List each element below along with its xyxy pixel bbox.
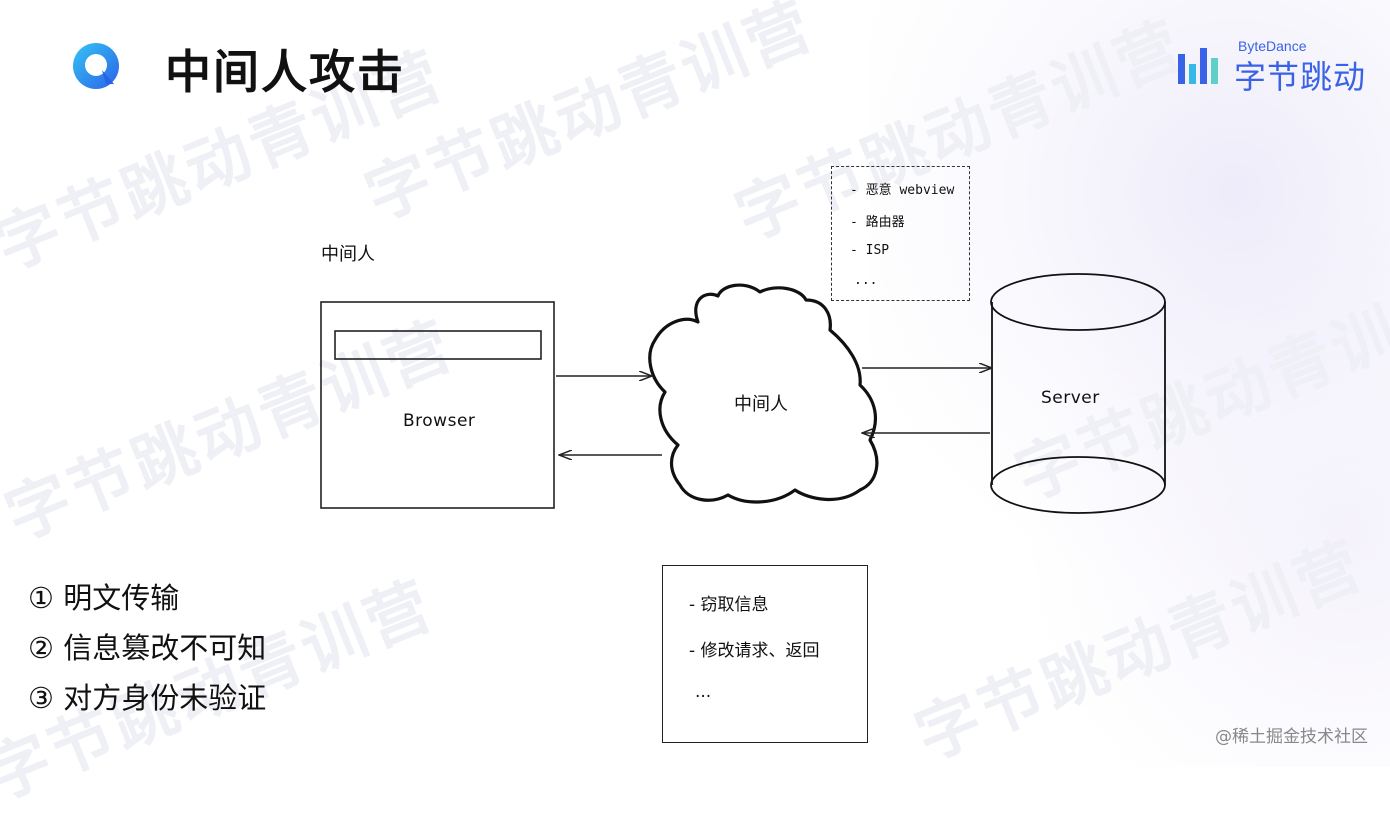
bytedance-bars-icon [1178,48,1218,84]
cloud-middleman-label: 中间人 [734,394,788,415]
risk-item: ② 信息篡改不可知 [28,631,267,665]
bytedance-logo: ByteDance 字节跳动 [1176,38,1366,96]
mitm-source-item: - 恶意 webview [850,183,955,198]
server-label: Server [1041,388,1100,408]
browser-label: Browser [403,411,476,431]
attack-item: - 修改请求、返回 [689,641,820,661]
background-decoration [870,0,1390,767]
q-logo-icon [73,43,119,89]
mitm-sources-box: - 恶意 webview - 路由器 - ISP ... [831,166,970,301]
footer-watermark: @稀土掘金技术社区 [1215,727,1368,747]
risk-item: ① 明文传输 [28,581,180,615]
risk-list: ① 明文传输 ② 信息篡改不可知 ③ 对方身份未验证 [28,573,266,723]
server-cylinder [990,273,1166,514]
brand-chinese: 字节跳动 [1234,58,1367,96]
page-title: 中间人攻击 [165,45,405,99]
browser-window [320,301,555,509]
middleman-cloud [648,283,879,504]
brand-english: ByteDance [1238,38,1307,54]
risk-item: ③ 对方身份未验证 [28,681,267,715]
top-middleman-label: 中间人 [321,244,375,265]
attack-item: ... [695,682,712,702]
attack-item: - 窃取信息 [689,595,769,615]
attacks-box: - 窃取信息 - 修改请求、返回 ... [662,565,868,743]
mitm-source-item: - 路由器 [850,215,905,230]
mitm-source-item: - ISP [850,243,890,258]
mitm-source-item: ... [854,273,878,288]
mitm-diagram [320,273,1166,514]
browser-address-bar [334,330,542,360]
